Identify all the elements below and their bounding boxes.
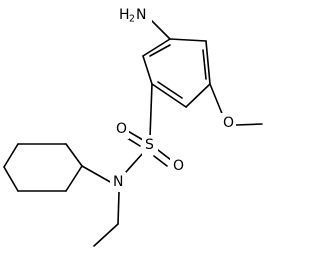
ring-bond-c3-c4 <box>185 83 211 108</box>
amino-n-label: N <box>136 7 146 23</box>
bond-methoxy-oxygen-to-methyl <box>235 123 263 126</box>
cyclohexane-bond-6 <box>65 165 83 192</box>
benzene-ring <box>142 38 211 108</box>
methoxy-oxygen-mask <box>220 113 236 133</box>
sulfur-label: S <box>145 137 154 153</box>
amide-nitrogen-label: N <box>113 174 123 190</box>
cyclohexane-bond-4 <box>3 166 19 192</box>
bond-nitrogen-to-cyclohexyl <box>81 165 113 184</box>
bond-ring-to-amino <box>148 17 171 40</box>
bond-ring-to-methoxy-oxygen <box>209 83 224 117</box>
sulfonyl-oxygen-left-label: O <box>116 121 127 137</box>
structure-canvas: H 2 N O S O O N <box>3 5 263 247</box>
methoxy-oxygen-label: O <box>223 115 234 131</box>
ring-double-bond-c6-c1 <box>149 44 171 57</box>
amino-group-label: H 2 N <box>119 7 146 25</box>
sulfonyl-oxygen-right-label: O <box>173 158 184 174</box>
sulfonyl-right-bond-line-2 <box>153 155 168 167</box>
ring-double-bond-c4-c5 <box>157 81 183 99</box>
sulfonyl-right-bond-line-1 <box>157 149 172 161</box>
cyclohexane-bond-1 <box>65 143 83 167</box>
cyclohexane-bond-3 <box>3 143 19 168</box>
sulfonyl-oxygen-left-mask <box>113 119 129 139</box>
amino-h-label: H <box>119 7 130 23</box>
bond-ethyl-ch2-to-ch3 <box>93 223 119 247</box>
amino-subscript-label: 2 <box>129 14 135 25</box>
ring-bond-c2-c3 <box>205 40 211 85</box>
amino-label-mask <box>116 5 152 25</box>
sulfonyl-right-double-bond <box>153 149 172 167</box>
ring-bond-c6-c1 <box>142 38 171 57</box>
ring-bond-c1-c2 <box>169 38 207 42</box>
bond-sulfur-to-nitrogen <box>125 152 144 173</box>
ring-bond-c4-c5 <box>151 83 187 108</box>
bond-nitrogen-to-ethyl-ch2 <box>117 191 120 225</box>
cyclohexane-ring <box>3 143 83 192</box>
sulfur-mask <box>142 135 158 155</box>
bond-ring-to-sulfur <box>149 83 153 138</box>
sulfonyl-oxygen-right-mask <box>170 156 186 176</box>
chemical-structure-diagram: H 2 N O S O O N <box>3 5 263 247</box>
amide-nitrogen-mask <box>110 172 126 192</box>
ring-double-bond-c2-c3 <box>202 49 207 80</box>
ring-bond-c5-c6 <box>142 55 153 85</box>
